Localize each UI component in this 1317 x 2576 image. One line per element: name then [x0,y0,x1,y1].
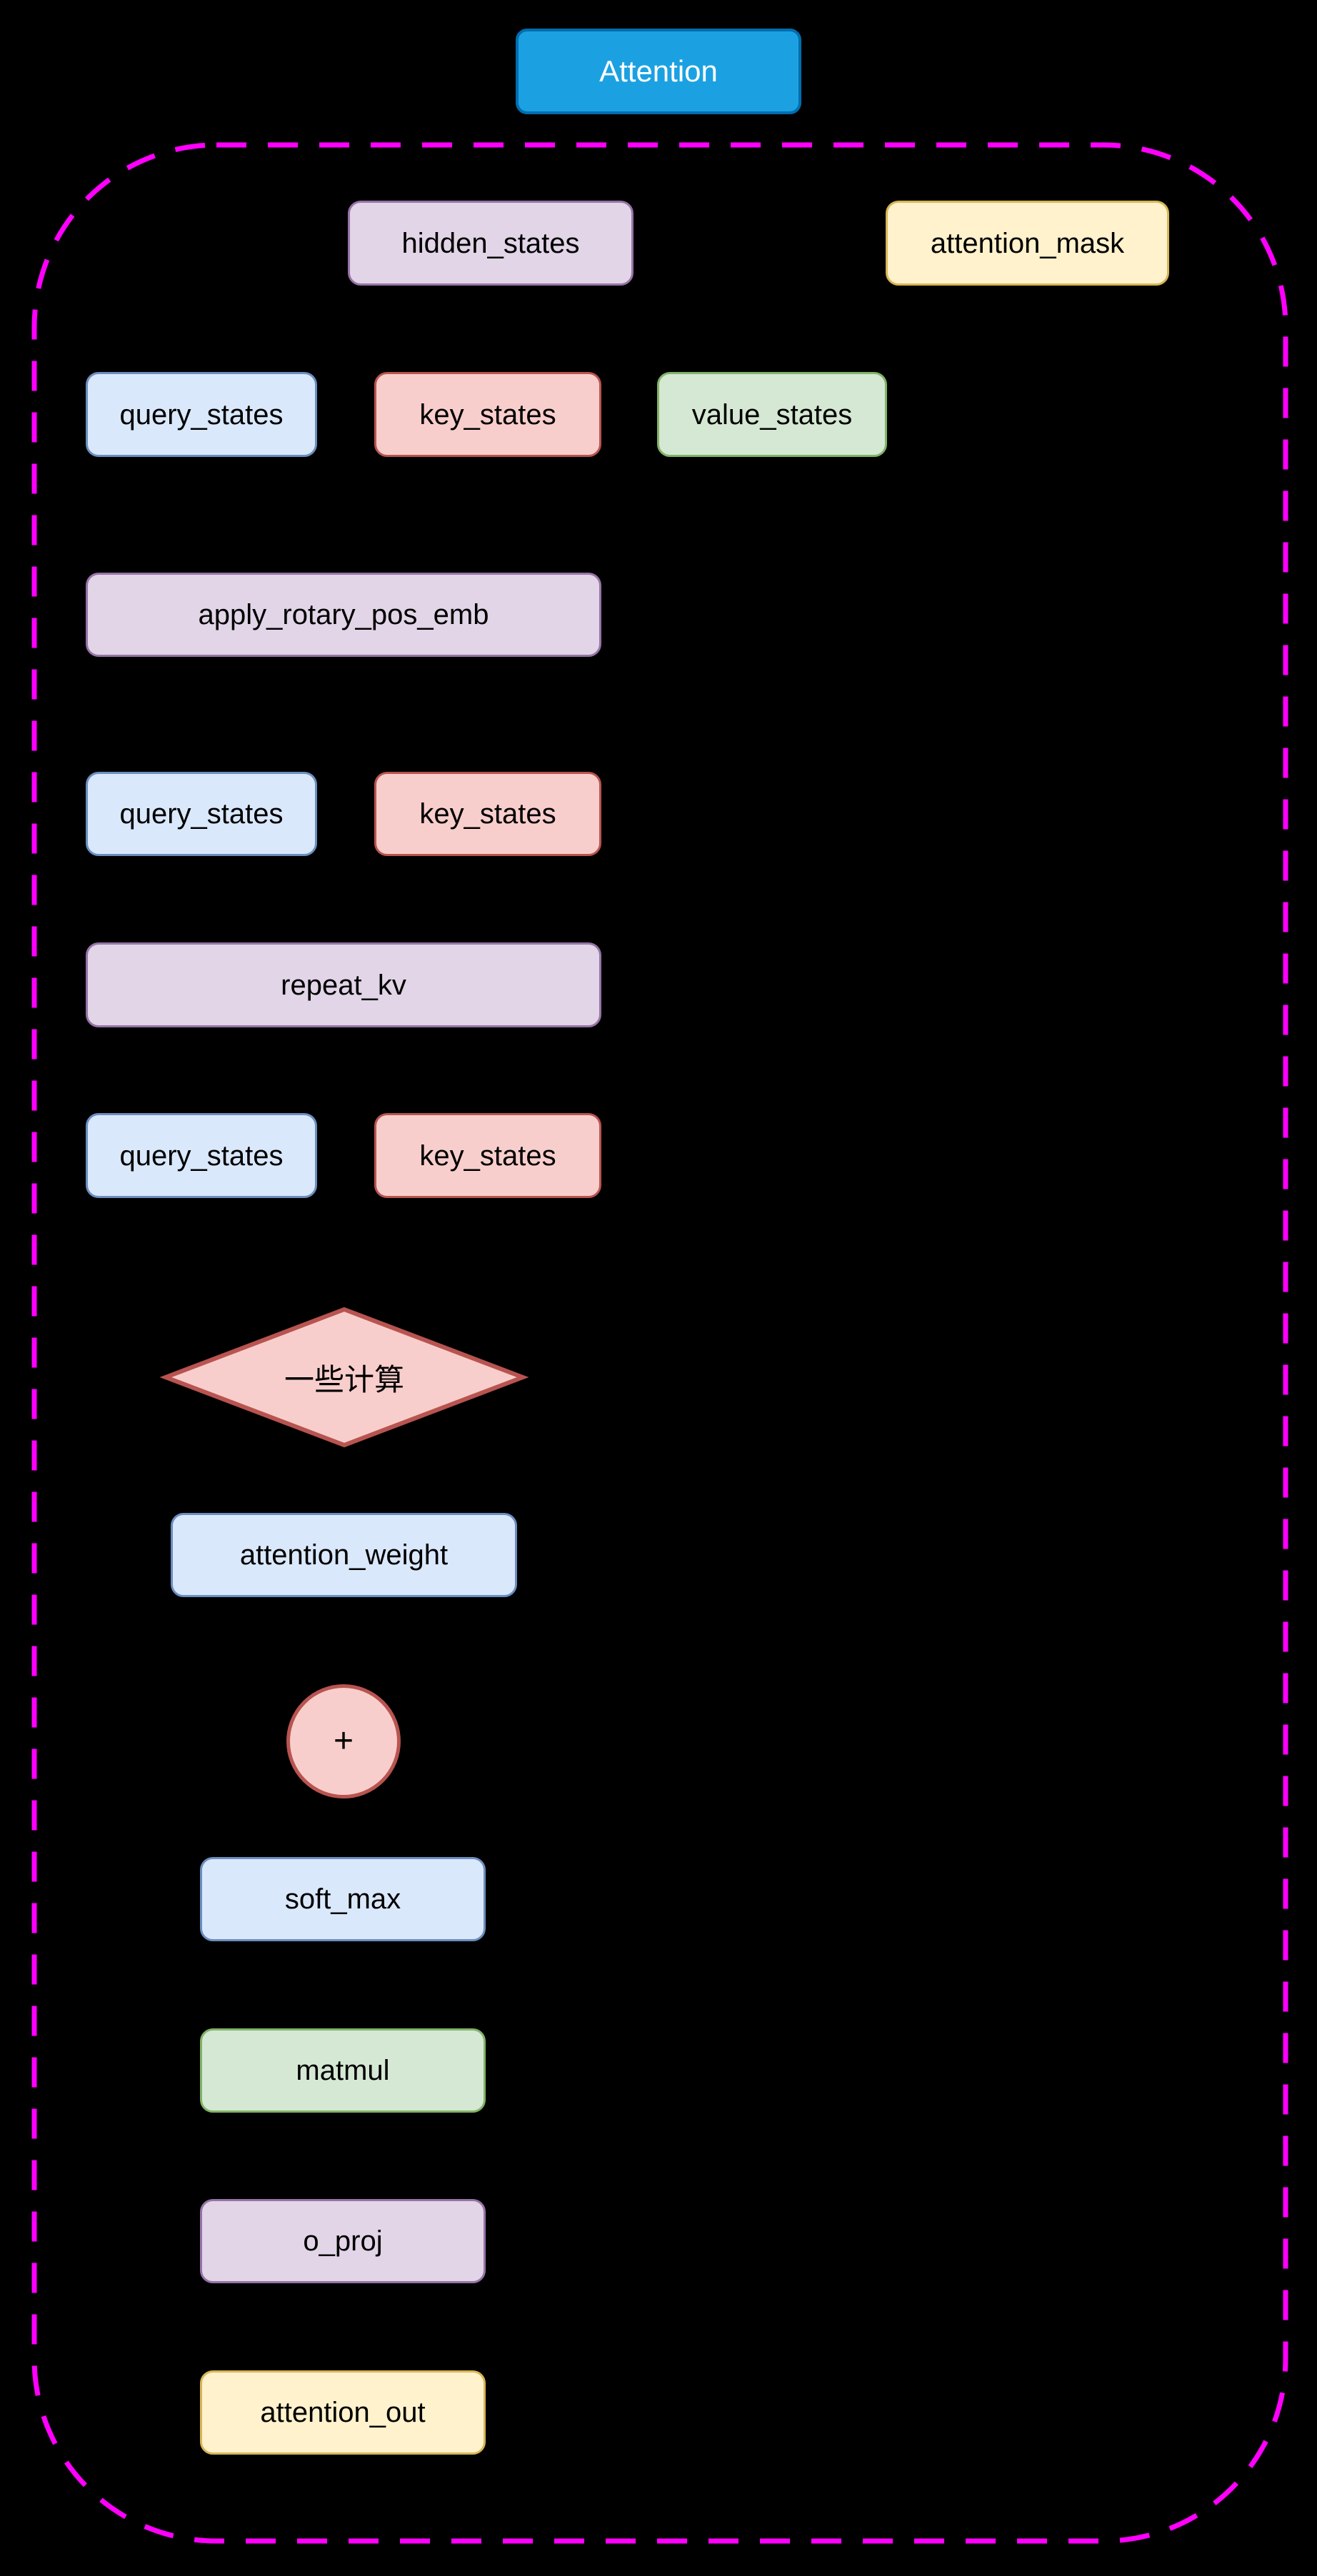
node-matmul-label: matmul [296,2055,390,2086]
node-value-states-label: value_states [691,398,853,431]
node-attention-mask-label: attention_mask [930,227,1125,259]
node-o-proj[interactable]: o_proj [200,2199,486,2283]
node-value-states[interactable]: value_states [657,372,887,457]
node-attention-out-label: attention_out [260,2397,426,2428]
node-attention-weight[interactable]: attention_weight [171,1513,517,1597]
node-hidden-states[interactable]: hidden_states [348,201,634,286]
node-key-states-2[interactable]: key_states [374,772,601,856]
node-apply-rotary-pos-emb-label: apply_rotary_pos_emb [198,599,489,630]
diamond-icon [159,1307,529,1448]
node-attention-title[interactable]: Attention [516,29,801,114]
node-key-states-3[interactable]: key_states [374,1113,601,1198]
node-repeat-kv[interactable]: repeat_kv [86,942,601,1027]
node-apply-rotary-pos-emb[interactable]: apply_rotary_pos_emb [86,573,601,657]
node-o-proj-label: o_proj [303,2225,383,2257]
node-key-states-1-label: key_states [419,398,556,431]
node-soft-max-label: soft_max [284,1883,401,1915]
node-query-states-2[interactable]: query_states [86,772,317,856]
node-hidden-states-label: hidden_states [401,227,580,259]
node-attention-title-label: Attention [599,54,718,88]
node-query-states-1[interactable]: query_states [86,372,317,457]
plus-icon: + [333,1721,354,1760]
node-attention-weight-label: attention_weight [239,1539,449,1571]
node-query-states-3[interactable]: query_states [86,1113,317,1198]
node-some-computation-shape[interactable] [159,1306,529,1449]
node-query-states-3-label: query_states [119,1139,284,1172]
node-soft-max[interactable]: soft_max [200,1857,486,1941]
node-attention-out[interactable]: attention_out [200,2370,486,2455]
node-repeat-kv-label: repeat_kv [281,969,406,1001]
node-key-states-2-label: key_states [419,798,556,830]
node-query-states-1-label: query_states [119,398,284,431]
dashed-container-rect [31,142,1288,2544]
node-key-states-3-label: key_states [419,1139,556,1172]
node-matmul[interactable]: matmul [200,2028,486,2113]
node-key-states-1[interactable]: key_states [374,372,601,457]
node-query-states-2-label: query_states [119,798,284,830]
node-attention-mask[interactable]: attention_mask [886,201,1169,286]
node-plus-circle[interactable]: + [286,1684,401,1798]
